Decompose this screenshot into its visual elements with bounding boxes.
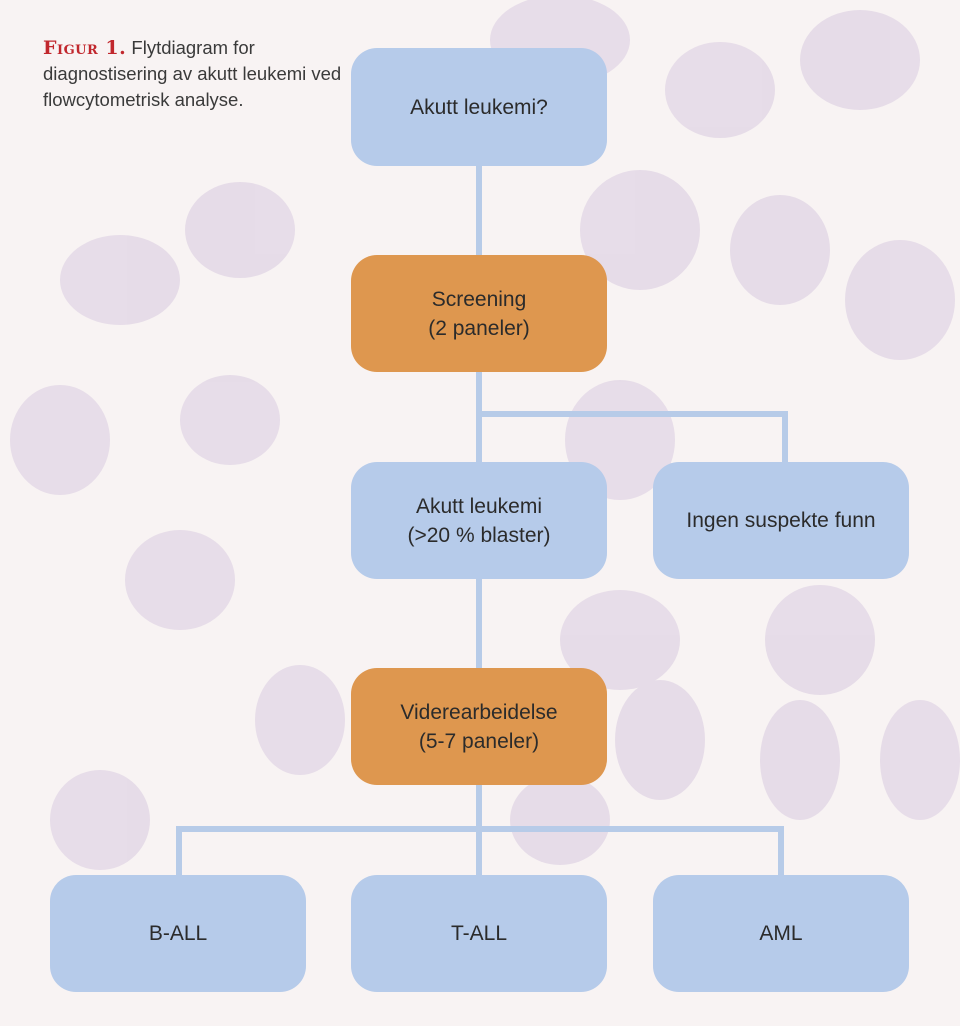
figure-caption-text: Flytdiagram for diagnostisering av akutt… [43,37,342,110]
connector-to-aml [778,826,784,877]
node-t-all: T-ALL [351,875,607,992]
connector-to-ball [176,826,182,877]
connector-screening-trunk [476,370,482,464]
connector-screening-branch [476,411,788,417]
node-text: AML [759,922,803,945]
node-subtext: (2 paneler) [428,316,530,340]
connector-acute-further [476,578,482,670]
node-screening: Screening (2 paneler) [351,255,607,372]
node-subtext: (>20 % blaster) [407,523,551,547]
node-text: T-ALL [450,922,508,945]
node-acute-leukemia-blasts: Akutt leukemi (>20 % blaster) [351,462,607,579]
node-aml: AML [653,875,909,992]
node-b-all: B-ALL [50,875,306,992]
figure-label: Figur 1. [43,37,127,59]
node-text: Ingen suspekte funn [686,509,876,532]
node-no-suspect-findings: Ingen suspekte funn [653,462,909,579]
node-acute-leukemia-question: Akutt leukemi? [351,48,607,166]
connector-start-screening [476,165,482,257]
node-subtext: (5-7 paneler) [418,729,540,753]
node-text: Screening [431,287,527,311]
figure-caption: Figur 1. Flytdiagram for diagnostisering… [43,35,343,113]
connector-further-branch [176,826,784,832]
node-text: Akutt leukemi [415,494,543,518]
node-text: B-ALL [148,922,208,945]
node-text: Akutt leukemi? [410,95,548,119]
connector-to-none [782,411,788,464]
node-further-workup: Viderearbeidelse (5-7 paneler) [351,668,607,785]
node-text: Viderearbeidelse [400,700,558,724]
